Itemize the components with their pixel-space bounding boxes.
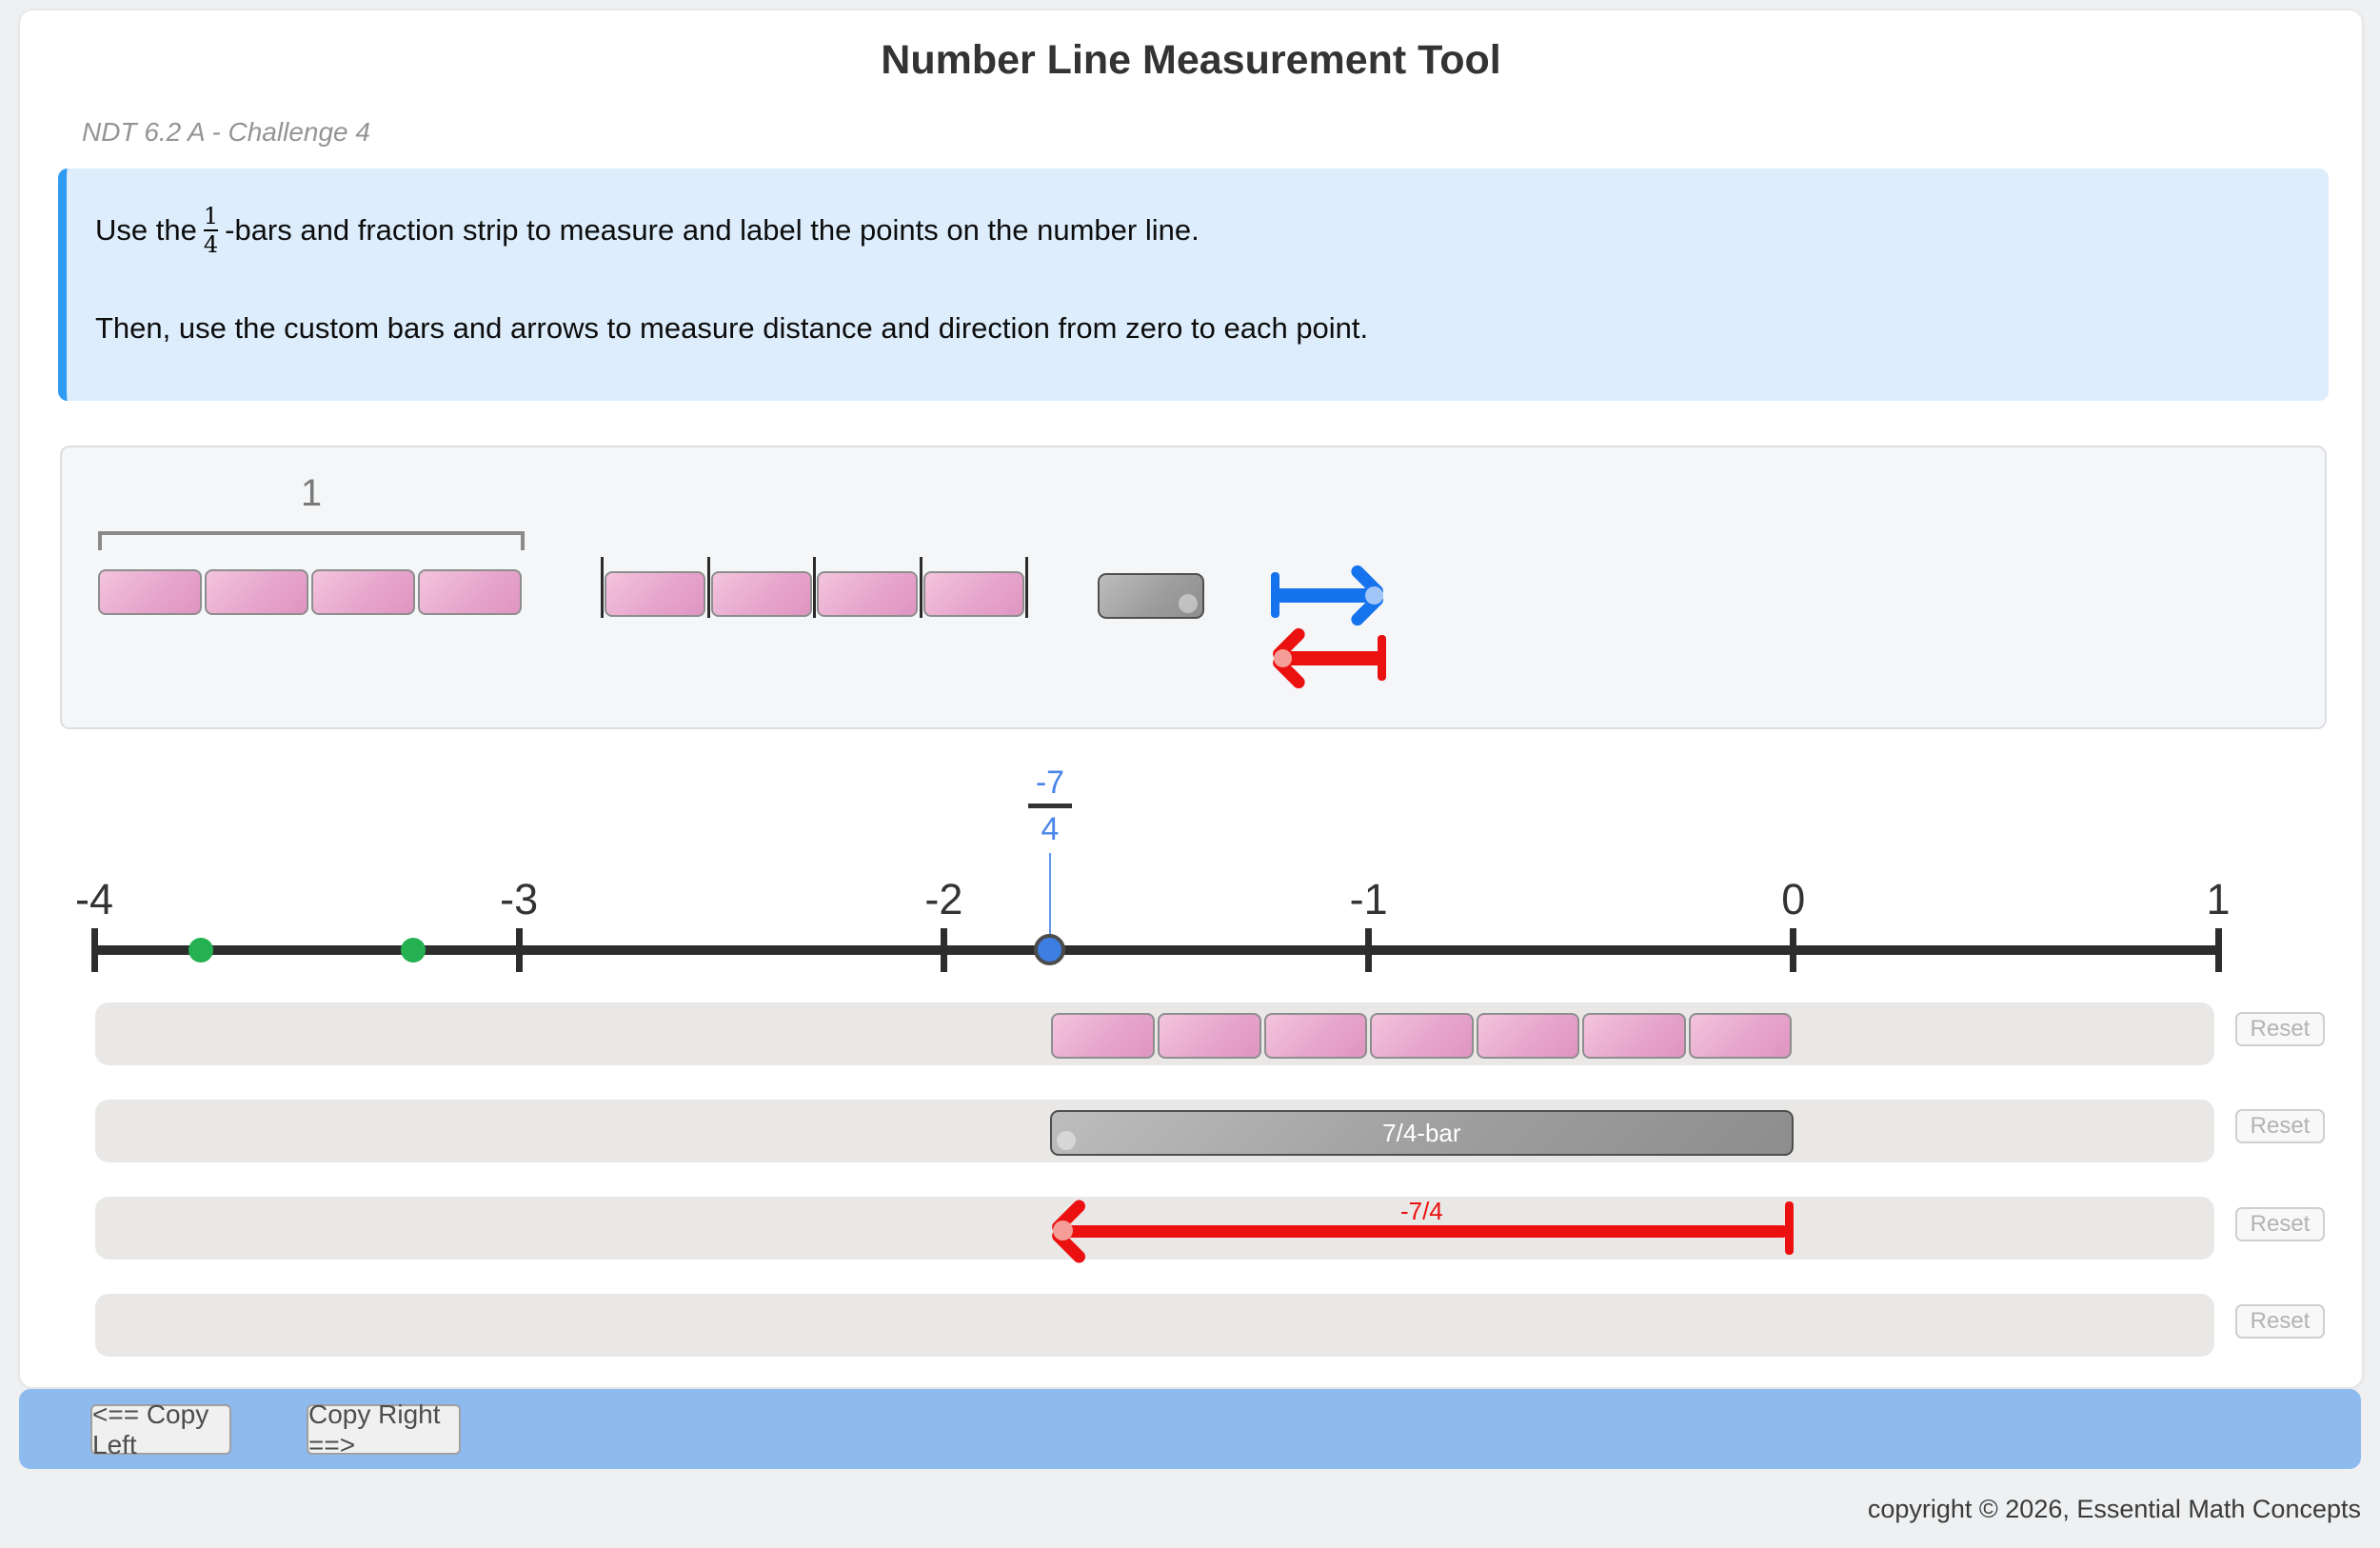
quarter-bar-source[interactable] <box>98 569 202 615</box>
copy-right-button[interactable]: Copy Right ==> <box>307 1399 461 1459</box>
right-arrow-source[interactable] <box>1271 562 1387 628</box>
unit-bracket-label: 1 <box>300 472 323 514</box>
numberline-tick <box>1790 928 1797 972</box>
custom-bar-source[interactable] <box>1098 573 1204 619</box>
quarter-bar[interactable] <box>1263 1013 1368 1059</box>
strip-quarter-bar[interactable] <box>605 571 705 617</box>
resize-handle[interactable] <box>1179 594 1198 613</box>
instruction-line-2: Then, use the custom bars and arrows to … <box>95 311 1369 345</box>
quarter-bar[interactable] <box>1476 1013 1580 1059</box>
numberline-tick <box>515 928 523 972</box>
strip-tick <box>601 557 604 618</box>
arrow-shaft <box>1274 587 1373 603</box>
quarter-bar[interactable] <box>1158 1013 1261 1059</box>
strip-tick <box>1025 557 1029 618</box>
label-connector-line <box>1048 853 1052 937</box>
reset-button-1[interactable]: Reset <box>2235 1012 2325 1046</box>
distance-arrow[interactable]: -7/4 <box>1049 1197 1794 1265</box>
arrow-tail <box>1784 1201 1794 1255</box>
strip-tick <box>919 557 922 618</box>
strip-tick <box>813 557 817 618</box>
blue-point-label: -7 4 <box>1027 764 1072 937</box>
numberline-tick-label: -2 <box>924 875 963 923</box>
strip-tick <box>706 557 710 618</box>
track-row-quarter-bars[interactable] <box>95 1002 2214 1065</box>
numberline-tick-label: 0 <box>1781 875 1806 923</box>
fraction-numerator: 1 <box>203 203 219 229</box>
bottom-action-bar: <== Copy Left Copy Right ==> <box>19 1389 2361 1469</box>
distance-arrow-label: -7/4 <box>1399 1197 1443 1225</box>
quarter-bar[interactable] <box>1370 1013 1474 1059</box>
main-card: Number Line Measurement Tool NDT 6.2 A -… <box>19 10 2363 1388</box>
copyright-text: copyright © 2026, Essential Math Concept… <box>1867 1495 2361 1523</box>
blue-point-numerator: -7 <box>1035 764 1065 801</box>
arrow-handle[interactable] <box>1274 649 1292 667</box>
custom-bar-label: 7/4-bar <box>1382 1118 1461 1147</box>
quarter-bar-source[interactable] <box>205 569 308 615</box>
page-title: Number Line Measurement Tool <box>881 37 1501 83</box>
quarter-bar[interactable] <box>1051 1013 1155 1059</box>
reset-button-2[interactable]: Reset <box>2235 1109 2325 1143</box>
arrow-handle[interactable] <box>1365 586 1383 605</box>
strip-quarter-bar[interactable] <box>710 571 812 617</box>
challenge-subtitle: NDT 6.2 A - Challenge 4 <box>82 117 370 147</box>
track-row-arrow[interactable]: -7/4 <box>95 1197 2214 1265</box>
copy-left-button[interactable]: <== Copy Left <box>90 1399 231 1459</box>
blue-point[interactable] <box>1033 934 1065 965</box>
fraction-bar <box>203 229 219 232</box>
numberline-tick-label: -1 <box>1349 875 1388 923</box>
numberline-tick <box>2214 928 2222 972</box>
quarter-bar-source[interactable] <box>311 569 415 615</box>
strip-quarter-bar[interactable] <box>922 571 1024 617</box>
left-arrow-source[interactable] <box>1270 625 1386 691</box>
quarter-bar-source[interactable] <box>418 569 522 615</box>
numberline-tick <box>1365 928 1373 972</box>
arrow-handle[interactable] <box>1052 1221 1073 1240</box>
strip-quarter-bar[interactable] <box>817 571 919 617</box>
reset-button-4[interactable]: Reset <box>2235 1304 2325 1339</box>
quarter-bar[interactable] <box>1582 1013 1686 1059</box>
track-row-empty[interactable] <box>95 1294 2214 1357</box>
arrow-shaft <box>1061 1224 1789 1238</box>
unit-bracket <box>98 531 525 550</box>
numberline-tick-label: -4 <box>74 875 113 923</box>
green-point[interactable] <box>400 938 426 963</box>
numberline-tick-label: 1 <box>2206 875 2231 923</box>
fraction-denominator: 4 <box>203 231 219 259</box>
instruction-line1-before: Use the <box>95 213 197 248</box>
blue-point-fraction-bar <box>1027 804 1072 808</box>
instruction-line1-after: -bars and fraction strip to measure and … <box>225 213 1200 248</box>
resize-handle[interactable] <box>1056 1131 1076 1150</box>
custom-bar-7-4[interactable]: 7/4-bar <box>1049 1110 1794 1156</box>
tool-palette: 1 <box>60 446 2327 729</box>
arrow-shaft <box>1284 650 1383 665</box>
numberline-tick <box>940 928 947 972</box>
reset-button-3[interactable]: Reset <box>2235 1207 2325 1241</box>
numberline-tick-label: -3 <box>500 875 539 923</box>
green-point[interactable] <box>188 938 213 963</box>
quarter-bar[interactable] <box>1688 1013 1793 1059</box>
blue-point-denominator: 4 <box>1041 811 1060 847</box>
track-row-custom-bar[interactable]: 7/4-bar <box>95 1100 2214 1162</box>
numberline-tick <box>90 928 98 972</box>
